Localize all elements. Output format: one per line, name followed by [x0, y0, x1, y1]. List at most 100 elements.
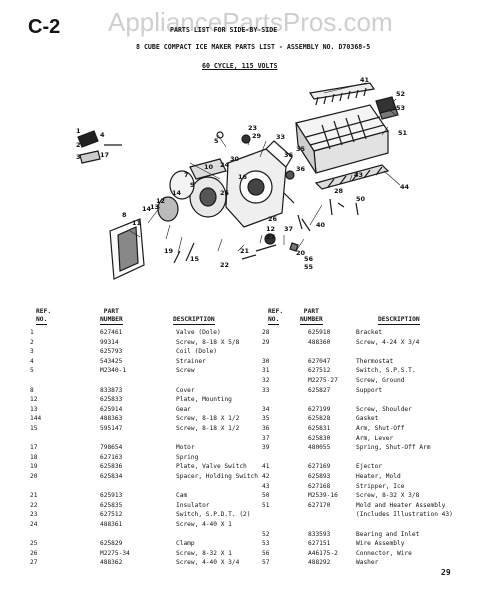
- ref-no: 33: [262, 386, 270, 394]
- part-number: 627047: [308, 357, 331, 365]
- ejector-drawing: [308, 82, 376, 106]
- ref-no: 51: [262, 501, 270, 509]
- callout: 44: [400, 183, 410, 191]
- ref-no: 36: [262, 425, 270, 432]
- callout: 17: [100, 151, 109, 159]
- callout: 23: [248, 124, 257, 132]
- ref-no: 15: [30, 425, 38, 432]
- ref-no: 22: [30, 501, 38, 509]
- description: Thermostat: [356, 357, 394, 365]
- part-number: 625893: [308, 473, 331, 480]
- part-number: 625835: [100, 501, 123, 509]
- description: Switch, S.P.S.T.: [356, 367, 416, 375]
- callout: 26: [268, 215, 278, 223]
- callout: 56: [304, 255, 314, 263]
- part-number: 488292: [308, 559, 331, 567]
- part-number: 627168: [308, 482, 331, 490]
- part-number: 798654: [100, 444, 123, 452]
- ref-no: 13: [30, 405, 38, 413]
- description: Motor: [176, 444, 195, 452]
- description: Screw, 8-18 X 1/2: [176, 415, 240, 423]
- part-number: 488363: [100, 415, 123, 423]
- callout: 53: [396, 104, 405, 112]
- ref-no: 12: [30, 396, 38, 404]
- description: Arm, Shut-Off: [356, 425, 405, 432]
- callout: 50: [356, 195, 366, 203]
- control-housing-drawing: [225, 140, 293, 228]
- ref-no: 5: [30, 367, 34, 375]
- callout: 8: [122, 211, 127, 219]
- desc-header-left: DESCRIPTION: [173, 316, 215, 325]
- page-code: C-2: [28, 16, 61, 38]
- ref-header-right: REF.NO.: [268, 308, 284, 325]
- description: Wire Assembly: [356, 540, 405, 548]
- description: Screw, 8-32 X 3/8: [356, 492, 420, 500]
- ref-no: 57: [262, 559, 270, 567]
- part-number: 595147: [100, 425, 123, 432]
- description: Switch, S.P.D.T. (2): [176, 511, 251, 519]
- part-number: 625910: [308, 329, 331, 336]
- callout: 52: [396, 90, 405, 98]
- callout: 13: [150, 203, 159, 211]
- ref-no: 25: [30, 540, 38, 548]
- assembly-title: 8 CUBE COMPACT ICE MAKER PARTS LIST - AS…: [136, 43, 371, 51]
- ref-no: 37: [262, 434, 270, 442]
- part-number: 627199: [308, 405, 331, 413]
- description: (Includes Illustration 43): [356, 511, 453, 519]
- description: Heater, Mold: [356, 473, 401, 480]
- callout: 1: [76, 127, 81, 135]
- callout: 29: [252, 132, 262, 140]
- ref-no: 26: [30, 549, 38, 557]
- part-number: 99314: [100, 338, 119, 346]
- ref-no: 31: [262, 367, 270, 375]
- description: Plate, Mounting: [176, 396, 232, 404]
- description: Screw, 4-40 X 1: [176, 521, 232, 528]
- callout: 30: [230, 155, 240, 163]
- leader-lines: [129, 82, 401, 254]
- bearing-inlet-drawing: [375, 96, 399, 120]
- callout: 3: [76, 153, 81, 161]
- part-number: 627170: [308, 501, 331, 509]
- ref-no: 1: [30, 329, 34, 336]
- description: Support: [356, 386, 383, 394]
- desc-header-right: DESCRIPTION: [378, 316, 420, 325]
- callout: 55: [304, 263, 314, 271]
- part-number: 625793: [100, 348, 123, 356]
- part-number: 625914: [100, 405, 123, 413]
- description: Coil (Dole): [176, 348, 217, 356]
- callout: 9: [190, 181, 195, 189]
- description: Screw, 4-40 X 3/4: [176, 559, 240, 567]
- callout: 24: [220, 161, 230, 169]
- description: Spring: [176, 453, 199, 461]
- part-number: M2539-16: [308, 492, 338, 500]
- description: Cam: [176, 492, 188, 500]
- callout: 27: [266, 233, 275, 241]
- part-number: 488361: [100, 521, 123, 528]
- description: Screw, 8-18 X 1/2: [176, 425, 240, 432]
- description: Screw: [176, 367, 195, 375]
- ref-no: 35: [262, 415, 270, 423]
- callout: 20: [296, 249, 306, 257]
- part-number: 625829: [100, 540, 123, 548]
- callout: 15: [190, 255, 200, 263]
- part-number: 488362: [100, 559, 123, 567]
- cover-drawing: [109, 218, 145, 280]
- hardware-drawing: [173, 131, 359, 264]
- callout: 12: [266, 225, 275, 233]
- callout: 43: [354, 171, 363, 179]
- ref-no: 42: [262, 473, 270, 480]
- part-number: 625830: [308, 434, 331, 442]
- callout: 19: [164, 247, 174, 255]
- ref-no: 53: [262, 540, 270, 548]
- part-number: 627151: [308, 540, 331, 548]
- part-number: 833593: [308, 530, 331, 538]
- part-number: M2275-34: [100, 549, 130, 557]
- description: Screw, Shoulder: [356, 405, 412, 413]
- description: Ejector: [356, 463, 383, 471]
- callout: 33: [276, 133, 285, 141]
- description: Plate, Valve Switch: [176, 463, 247, 471]
- description: Washer: [356, 559, 379, 567]
- part-number: 543425: [100, 357, 123, 365]
